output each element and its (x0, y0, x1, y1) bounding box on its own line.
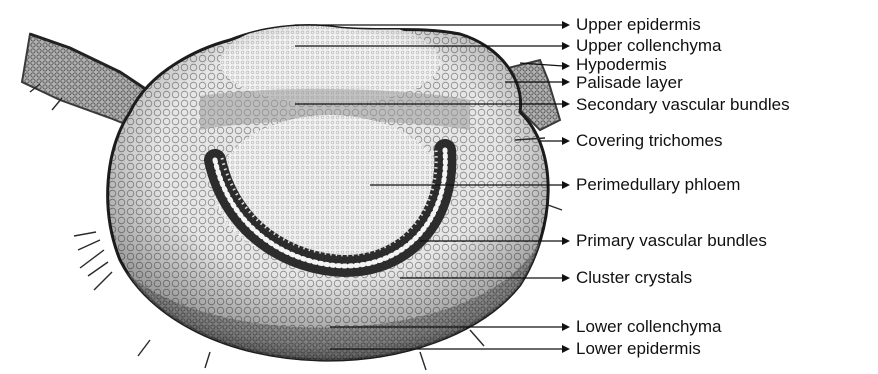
label-arrowheads (562, 21, 570, 353)
label-hypodermis: Hypodermis (576, 55, 667, 74)
label-primary-vascular-bundles: Primary vascular bundles (576, 231, 767, 250)
label-secondary-vascular-bundles: Secondary vascular bundles (576, 95, 790, 114)
midrib-body (80, 20, 580, 374)
label-lower-epidermis: Lower epidermis (576, 339, 701, 358)
label-upper-collenchyma: Upper collenchyma (576, 36, 722, 55)
label-lower-collenchyma: Lower collenchyma (576, 317, 722, 336)
label-cluster-crystals: Cluster crystals (576, 268, 692, 287)
label-palisade-layer: Palisade layer (576, 73, 683, 92)
label-upper-epidermis: Upper epidermis (576, 15, 701, 34)
tissue-labels: Upper epidermis Upper collenchyma Hypode… (576, 15, 790, 358)
label-covering-trichomes: Covering trichomes (576, 131, 722, 150)
label-perimedullary-phloem: Perimedullary phloem (576, 175, 740, 194)
